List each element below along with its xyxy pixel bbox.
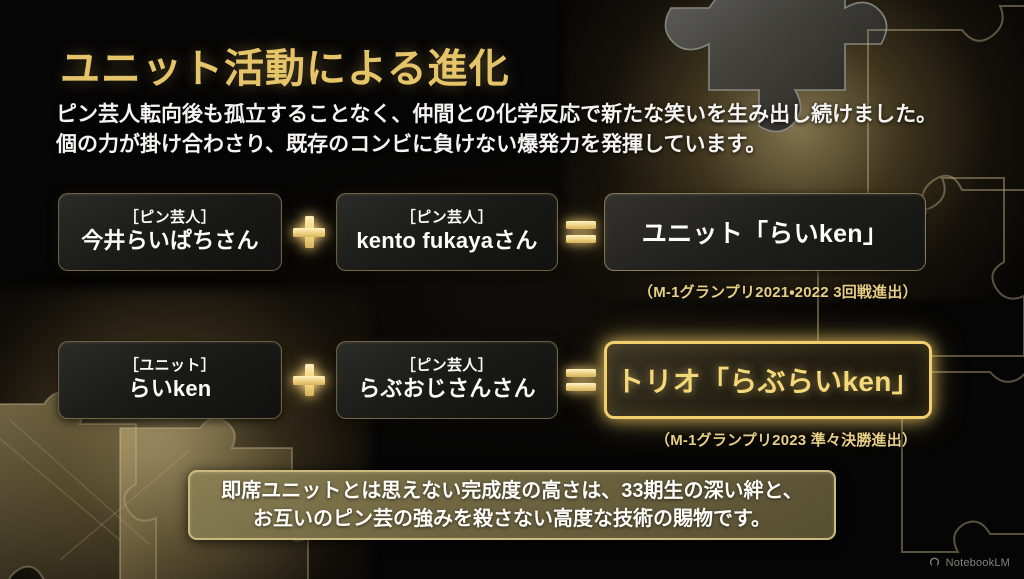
result-caption-2: （M-1グランプリ2023 準々決勝進出） <box>655 432 918 449</box>
operand-tag: ［ピン芸人］ <box>400 356 494 374</box>
watermark-label: NotebookLM <box>945 556 1010 569</box>
subtitle-line-2: 個の力が掛け合わさり、既存のコンビに負けない爆発力を発揮しています。 <box>56 132 767 156</box>
equals-icon <box>560 341 602 419</box>
equation-row-1: ［ピン芸人］ 今井らいぱちさん ［ピン芸人］ kento fukayaさん ユニ… <box>58 193 926 271</box>
operand-tag: ［ピン芸人］ <box>123 208 217 226</box>
subtitle-text: ピン芸人転向後も孤立することなく、仲間との化学反応で新たな笑いを生み出し続けまし… <box>56 100 966 160</box>
operand-name: らぶおじさんさん <box>358 376 536 402</box>
result-caption-1: （M-1グランプリ2021・2022 3回戦進出） <box>638 284 918 301</box>
operand-tag: ［ユニット］ <box>123 356 217 374</box>
operand-card-1b: ［ピン芸人］ kento fukayaさん <box>336 193 558 271</box>
puzzle-piece-outline-right <box>817 5 1024 553</box>
result-card-1: ユニット「らいken」 <box>604 193 926 271</box>
light-streaks <box>0 419 191 561</box>
operand-name: 今井らいぱちさん <box>81 228 259 254</box>
subtitle-line-1: ピン芸人転向後も孤立することなく、仲間との化学反応で新たな笑いを生み出し続けまし… <box>56 103 938 126</box>
operand-name: らいken <box>128 376 212 402</box>
operand-name: kento fukayaさん <box>356 228 538 254</box>
notebooklm-watermark: NotebookLM <box>928 556 1010 569</box>
equals-icon <box>560 193 602 271</box>
summary-line-1: 即席ユニットとは思えない完成度の高さは、33期生の深い絆と、 <box>221 479 803 502</box>
page-title: ユニット活動による進化 <box>60 47 510 91</box>
operand-card-1a: ［ピン芸人］ 今井らいぱちさん <box>58 193 282 271</box>
plus-icon <box>286 341 332 419</box>
plus-icon <box>286 193 332 271</box>
notebooklm-logo-icon <box>929 557 939 566</box>
operand-card-2a: ［ユニット］ らいken <box>58 341 282 419</box>
result-card-2-highlighted: トリオ「らぶらいken」 <box>604 341 932 419</box>
summary-line-2: お互いのピン芸の強みを殺さない高度な技術の賜物です。 <box>253 508 771 530</box>
operand-tag: ［ピン芸人］ <box>400 208 494 226</box>
equation-row-2: ［ユニット］ らいken ［ピン芸人］ らぶおじさんさん トリオ「らぶらいken… <box>58 341 932 419</box>
summary-box: 即席ユニットとは思えない完成度の高さは、33期生の深い絆と、 お互いのピン芸の強… <box>188 470 836 540</box>
operand-card-2b: ［ピン芸人］ らぶおじさんさん <box>336 341 558 419</box>
